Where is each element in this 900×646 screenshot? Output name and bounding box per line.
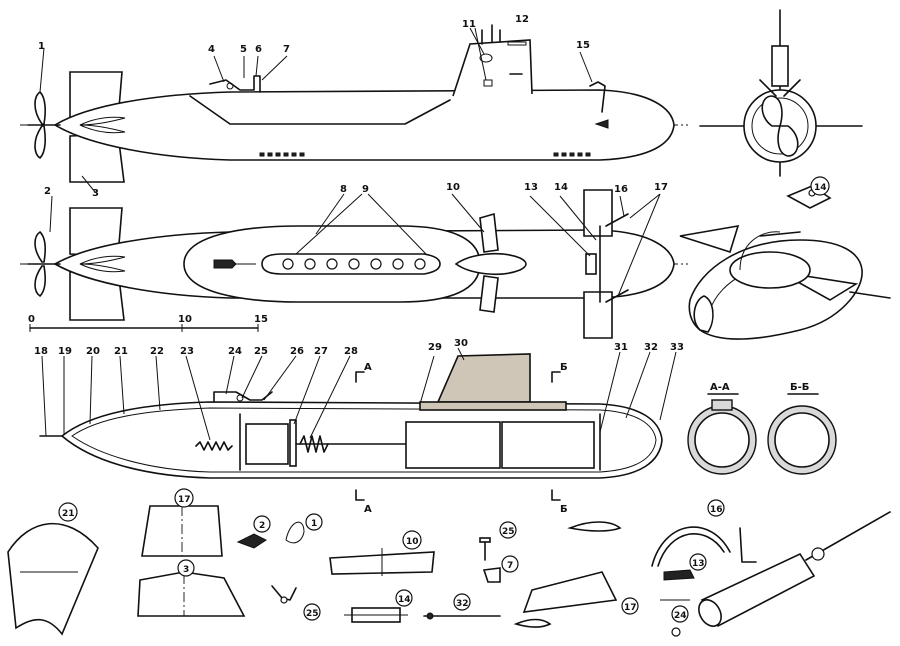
label-26: 26 [290, 346, 304, 357]
section-view [39, 347, 677, 501]
circled-7: 7 [507, 561, 513, 571]
label-33: 33 [670, 342, 684, 353]
section-a-top: А [364, 362, 372, 373]
label-7-top: 7 [283, 44, 290, 55]
label-10: 10 [446, 182, 460, 193]
label-30: 30 [454, 338, 468, 349]
section-b-top: Б [560, 362, 568, 373]
label-31: 31 [614, 342, 628, 353]
label-5: 5 [240, 44, 247, 55]
label-21: 21 [114, 346, 128, 357]
front-view [699, 9, 863, 177]
label-15: 15 [576, 40, 590, 51]
label-29: 29 [428, 342, 442, 353]
scale-0: 0 [28, 314, 35, 325]
label-9: 9 [362, 184, 369, 195]
cross-sections [687, 393, 837, 475]
label-28: 28 [344, 346, 358, 357]
circled-2: 2 [259, 521, 265, 531]
section-a-bottom: А [364, 504, 372, 515]
circled-3: 3 [183, 565, 189, 575]
circled-10: 10 [406, 537, 419, 547]
circled-24: 24 [674, 611, 687, 621]
circled-13: 13 [692, 559, 705, 569]
label-22: 22 [150, 346, 164, 357]
label-11: 11 [462, 19, 476, 30]
label-12: 12 [515, 14, 529, 25]
propeller-side [27, 47, 61, 160]
circled-17-b: 17 [624, 603, 637, 613]
circled-16: 16 [710, 505, 723, 515]
scale-15: 15 [254, 314, 268, 325]
circled-part-labels: 14 21 17 3 2 1 25 10 25 7 14 32 17 16 13… [58, 176, 830, 623]
section-b-bottom: Б [560, 504, 568, 515]
scale-10: 10 [178, 314, 192, 325]
callout-labels: 1 4 5 6 7 11 12 15 3 2 8 9 10 13 14 16 1… [28, 14, 809, 515]
side-view [20, 24, 688, 193]
label-19: 19 [58, 346, 72, 357]
label-16: 16 [614, 184, 628, 195]
circled-1: 1 [311, 519, 317, 529]
label-25: 25 [254, 346, 268, 357]
label-24: 24 [228, 346, 242, 357]
label-3: 3 [92, 188, 99, 199]
circled-25-b: 25 [502, 527, 515, 537]
section-bb: Б-Б [790, 382, 809, 393]
label-4: 4 [208, 44, 215, 55]
circled-14-iso: 14 [814, 183, 827, 193]
parts-list [7, 505, 891, 637]
label-2: 2 [44, 186, 51, 197]
label-27: 27 [314, 346, 328, 357]
label-18: 18 [34, 346, 48, 357]
circled-32: 32 [456, 599, 469, 609]
label-6: 6 [255, 44, 262, 55]
label-14: 14 [554, 182, 568, 193]
label-13: 13 [524, 182, 538, 193]
circled-25-a: 25 [306, 609, 319, 619]
label-20: 20 [86, 346, 100, 357]
circled-14: 14 [398, 595, 411, 605]
label-1-top: 1 [38, 41, 45, 52]
scale-bar [29, 324, 259, 332]
label-23: 23 [180, 346, 194, 357]
circled-21: 21 [62, 509, 75, 519]
label-8: 8 [340, 184, 347, 195]
label-17: 17 [654, 182, 668, 193]
top-view [20, 189, 688, 339]
label-32: 32 [644, 342, 658, 353]
circled-17-a: 17 [178, 495, 191, 505]
vent-row [259, 152, 591, 157]
section-aa: А-А [710, 382, 730, 393]
perspective-view [679, 185, 891, 340]
